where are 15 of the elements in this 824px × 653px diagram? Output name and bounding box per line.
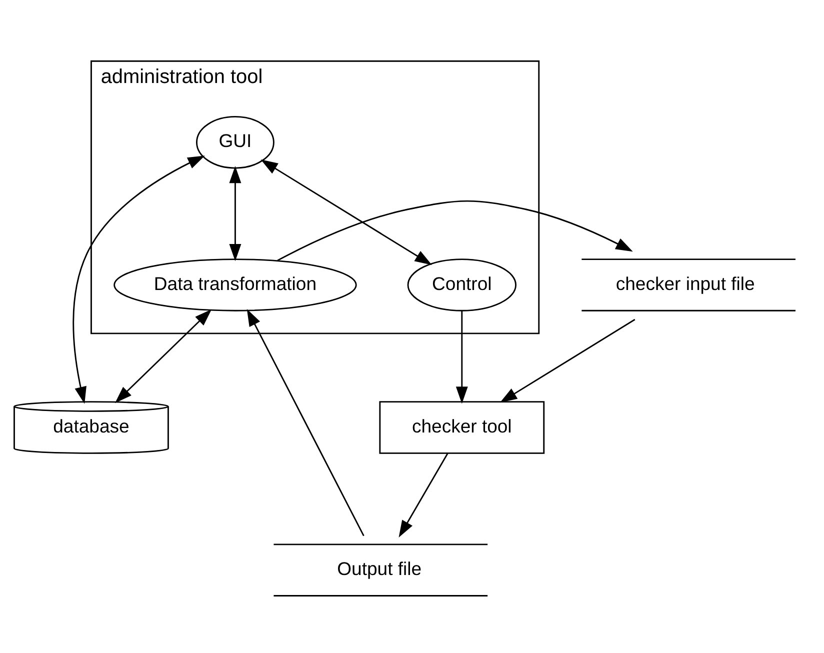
arrow (229, 165, 242, 261)
node-box: checker tool (379, 400, 545, 454)
arrow (260, 159, 432, 265)
node-ellipse: GUI (196, 116, 274, 168)
node-text: Output file (337, 557, 422, 578)
arrow (246, 308, 364, 536)
node-ellipse: Data transformation (114, 258, 357, 311)
arrow (456, 310, 468, 404)
node-text: checker input file (616, 272, 755, 294)
arrow (114, 308, 212, 403)
arrow (500, 318, 636, 402)
node-ellipse: Control (407, 258, 516, 311)
arrow (72, 155, 205, 404)
arrow (277, 200, 633, 261)
arrow (398, 452, 448, 538)
